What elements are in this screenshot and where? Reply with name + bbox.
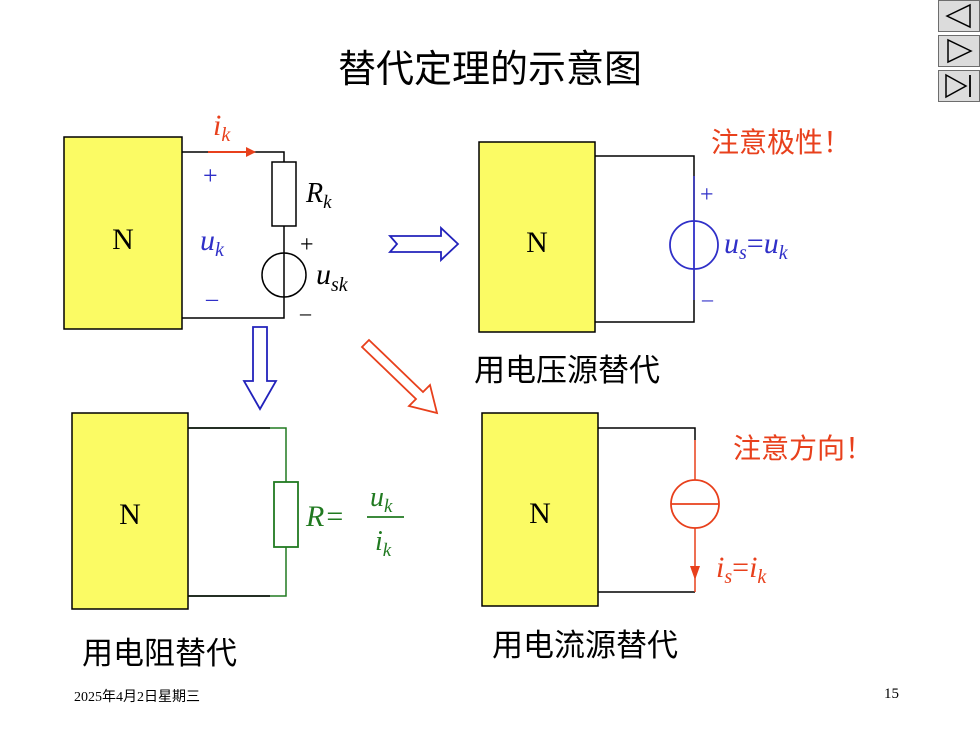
wire — [182, 151, 285, 162]
note-direction: 注意方向！ — [733, 432, 874, 465]
vs-minus-sign: – — [701, 286, 714, 311]
footer-date: 2025年4月2日星期三 — [74, 690, 200, 705]
wire — [595, 269, 695, 323]
arrow-diagonal-icon — [360, 338, 439, 415]
network-label-current: N — [529, 497, 551, 530]
cs-equation: is=ik — [716, 551, 767, 588]
r-equation-denominator: ik — [375, 526, 392, 561]
arrow-down-icon — [242, 326, 278, 411]
current-arrowhead — [246, 147, 256, 157]
resistor-r — [273, 481, 299, 548]
caption-current-source: 用电流源替代 — [492, 628, 678, 664]
last-slide-button[interactable] — [938, 70, 980, 102]
resistor-label: Rk — [305, 178, 332, 213]
page-title: 替代定理的示意图 — [337, 47, 642, 91]
next-slide-button[interactable] — [938, 35, 980, 67]
previous-triangle-icon — [945, 3, 971, 29]
wire — [188, 427, 287, 482]
last-page-icon — [945, 73, 971, 99]
vs-plus-sign: + — [700, 182, 714, 208]
note-polarity: 注意极性！ — [711, 126, 852, 159]
resistor-rk — [271, 161, 297, 227]
wire — [598, 427, 696, 440]
source-plus-sign: + — [300, 232, 314, 258]
original-circuit: N ik + uk – Rk + usk – — [63, 109, 349, 330]
r-equation-numerator: uk — [370, 482, 393, 517]
wire — [188, 547, 287, 597]
caption-resistor: 用电阻替代 — [82, 636, 237, 672]
network-block-resistor — [71, 412, 189, 610]
caption-voltage-source: 用电压源替代 — [474, 353, 660, 389]
wire — [595, 155, 695, 221]
current-direction-arrowhead — [690, 566, 700, 580]
next-triangle-icon — [947, 38, 973, 64]
voltage-source-circuit: N + – us=uk — [478, 141, 789, 333]
network-block-current — [481, 412, 599, 607]
network-label-resistor: N — [119, 498, 141, 531]
network-block-voltage — [478, 141, 596, 333]
wire — [182, 297, 285, 319]
page-number: 15 — [884, 686, 899, 702]
current-label: ik — [213, 109, 231, 146]
r-equation-lhs: R= — [305, 500, 343, 533]
current-source-circuit: N is=ik — [481, 412, 767, 607]
previous-slide-button[interactable] — [938, 0, 980, 32]
source-label: usk — [316, 258, 349, 296]
network-label-original: N — [112, 223, 134, 256]
vs-equation: us=uk — [724, 227, 789, 264]
voltage-label: uk — [200, 224, 225, 261]
network-block-original — [63, 136, 183, 330]
plus-sign: + — [203, 161, 218, 190]
resistor-circuit: N R= uk ik — [71, 412, 404, 610]
network-label-voltage: N — [526, 226, 548, 259]
arrow-right-icon — [388, 225, 460, 263]
source-minus-sign: – — [299, 300, 312, 325]
minus-sign: – — [205, 286, 219, 312]
